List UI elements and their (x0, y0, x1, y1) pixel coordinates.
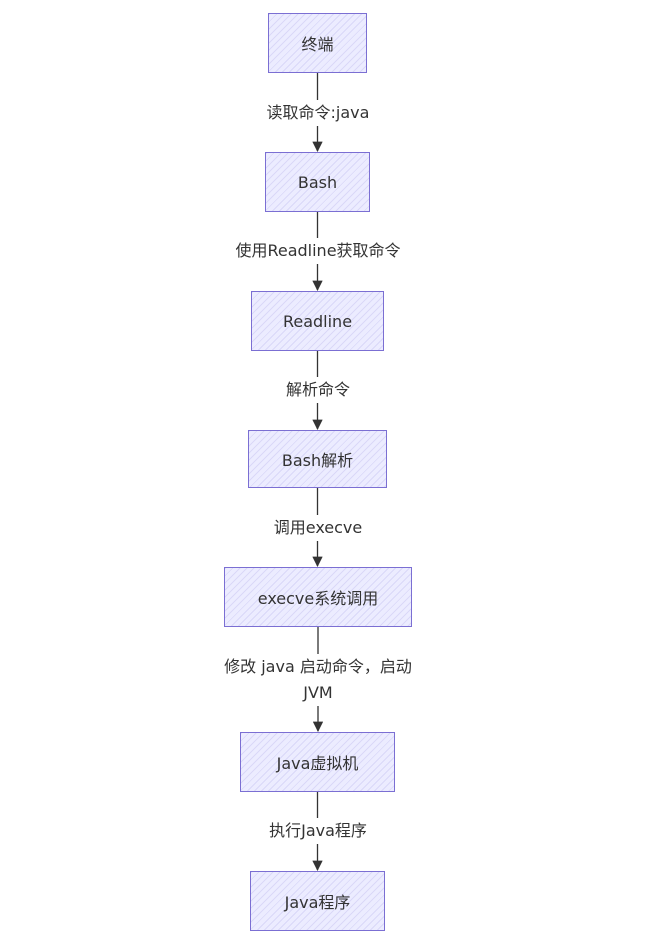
node-bash: Bash (265, 152, 370, 212)
node-jvm-label: Java虚拟机 (276, 754, 359, 773)
node-execve-label: execve系统调用 (257, 589, 379, 608)
edge-label-3: 解析命令 (285, 377, 351, 403)
node-bash-parse-label: Bash解析 (281, 451, 354, 470)
edge-label-6: 执行Java程序 (269, 818, 367, 844)
node-terminal: 终端 (268, 13, 367, 73)
node-java-program: Java程序 (250, 871, 385, 931)
node-terminal-label: 终端 (301, 35, 334, 54)
node-java-program-label: Java程序 (284, 893, 351, 912)
node-bash-parse: Bash解析 (248, 430, 387, 488)
node-readline-label: Readline (282, 311, 353, 331)
edge-label-1: 读取命令:java (266, 100, 370, 126)
edge-label-5: 修改 java 启动命令，启动 JVM (224, 654, 412, 706)
node-bash-label: Bash (297, 172, 338, 192)
node-execve: execve系统调用 (224, 567, 412, 627)
node-readline: Readline (251, 291, 384, 351)
node-jvm: Java虚拟机 (240, 732, 395, 792)
edge-label-2: 使用Readline获取命令 (235, 238, 401, 264)
edge-label-4: 调用execve (273, 515, 363, 541)
